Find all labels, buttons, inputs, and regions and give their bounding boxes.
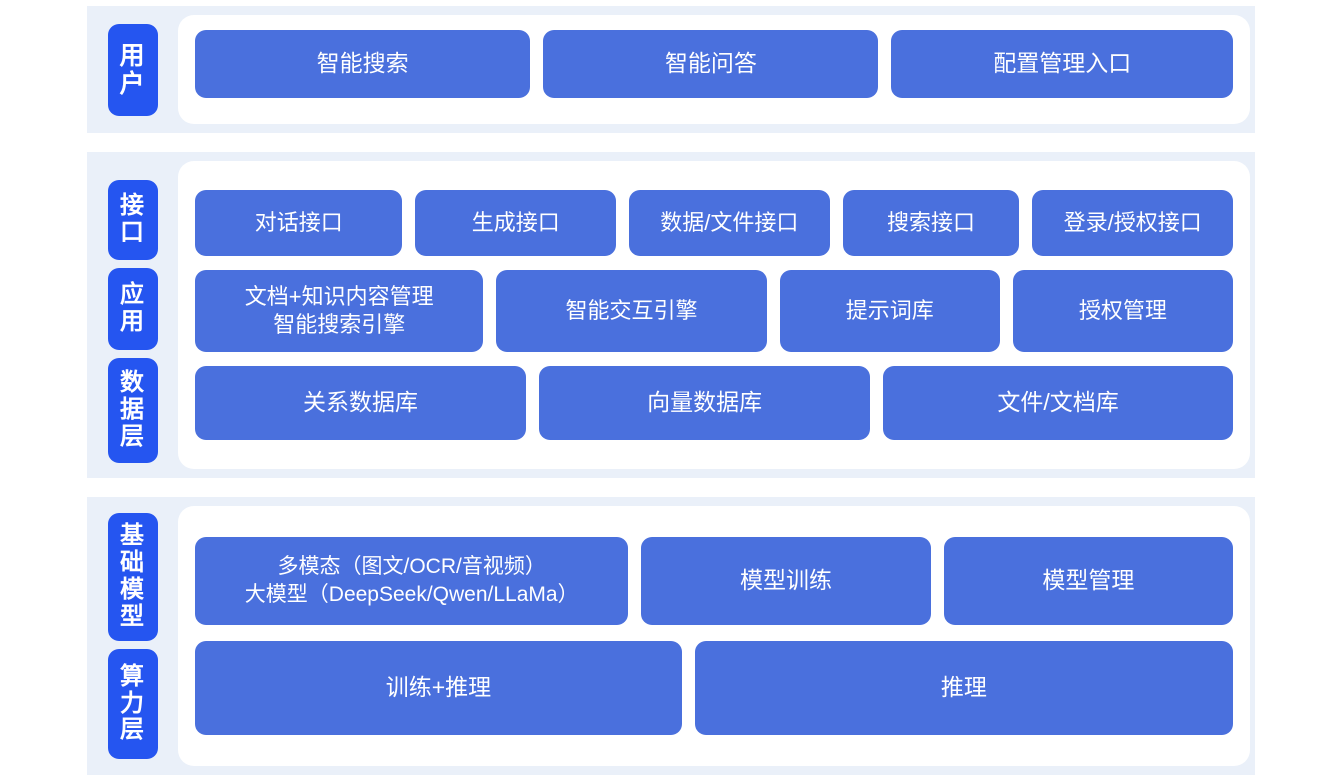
cell-authorization-management[interactable]: 授权管理: [1012, 270, 1233, 352]
row-data: 关系数据库 向量数据库 文件/文档库: [195, 366, 1233, 440]
layer-label-foundation-model: 基础模型: [107, 513, 158, 641]
layer-label-user: 用户: [107, 23, 158, 116]
cell-multimodal-large-model[interactable]: 多模态（图文/OCR/音视频） 大模型（DeepSeek/Qwen/LLaMa）: [195, 537, 629, 625]
cell-generation-api[interactable]: 生成接口: [415, 190, 617, 256]
cell-model-management[interactable]: 模型管理: [943, 537, 1233, 625]
section-user-panel: 智能搜索 智能问答 配置管理入口: [178, 15, 1250, 124]
layer-label-foundation-model-text: 基础模型: [120, 522, 145, 630]
row-interface: 对话接口 生成接口 数据/文件接口 搜索接口 登录/授权接口: [195, 190, 1233, 256]
layer-label-user-text: 用户: [119, 41, 146, 98]
cell-data-file-api[interactable]: 数据/文件接口: [629, 190, 830, 256]
layer-label-interface-text: 接口: [120, 192, 145, 246]
cell-search-api[interactable]: 搜索接口: [842, 190, 1020, 256]
layer-label-compute-text: 算力层: [120, 662, 145, 744]
section-middle-panel: 对话接口 生成接口 数据/文件接口 搜索接口 登录/授权接口 文档+知识内容管理…: [178, 161, 1250, 469]
cell-dialog-api[interactable]: 对话接口: [195, 190, 403, 256]
cell-document-knowledge-management[interactable]: 文档+知识内容管理 智能搜索引擎: [195, 270, 484, 352]
section-base: 基础模型 算力层 多模态（图文/OCR/音视频） 大模型（DeepSeek/Qw…: [87, 497, 1255, 775]
row-user-entries: 智能搜索 智能问答 配置管理入口: [195, 30, 1233, 109]
cell-prompt-library[interactable]: 提示词库: [779, 270, 1000, 352]
cell-intelligent-interaction-engine[interactable]: 智能交互引擎: [496, 270, 767, 352]
section-middle-labels: 接口 应用 数据层: [87, 152, 178, 478]
layer-label-application-text: 应用: [120, 281, 145, 335]
layer-label-compute: 算力层: [107, 649, 158, 759]
cell-inference[interactable]: 推理: [694, 641, 1233, 735]
section-user: 用户 智能搜索 智能问答 配置管理入口: [87, 6, 1255, 133]
section-base-panel: 多模态（图文/OCR/音视频） 大模型（DeepSeek/Qwen/LLaMa）…: [178, 506, 1250, 766]
row-compute: 训练+推理 推理: [195, 641, 1233, 735]
cell-file-document-store[interactable]: 文件/文档库: [883, 366, 1233, 440]
cell-intelligent-qa[interactable]: 智能问答: [543, 30, 879, 98]
layer-label-data-text: 数据层: [120, 369, 145, 450]
section-middle: 接口 应用 数据层 对话接口 生成接口 数据/文件接口 搜索接口 登录/授权接口…: [87, 152, 1255, 478]
section-base-labels: 基础模型 算力层: [87, 497, 178, 775]
row-application: 文档+知识内容管理 智能搜索引擎 智能交互引擎 提示词库 授权管理: [195, 270, 1233, 352]
cell-model-training[interactable]: 模型训练: [641, 537, 931, 625]
cell-login-auth-api[interactable]: 登录/授权接口: [1032, 190, 1233, 256]
layer-label-data: 数据层: [107, 358, 158, 463]
cell-relational-database[interactable]: 关系数据库: [195, 366, 527, 440]
section-user-labels: 用户: [87, 6, 178, 133]
cell-training-inference[interactable]: 训练+推理: [195, 641, 682, 735]
cell-vector-database[interactable]: 向量数据库: [539, 366, 871, 440]
layer-label-application: 应用: [107, 268, 158, 350]
cell-intelligent-search[interactable]: 智能搜索: [195, 30, 531, 98]
layer-label-interface: 接口: [107, 180, 158, 260]
row-models: 多模态（图文/OCR/音视频） 大模型（DeepSeek/Qwen/LLaMa）…: [195, 537, 1233, 625]
cell-config-management-entry[interactable]: 配置管理入口: [891, 30, 1233, 98]
